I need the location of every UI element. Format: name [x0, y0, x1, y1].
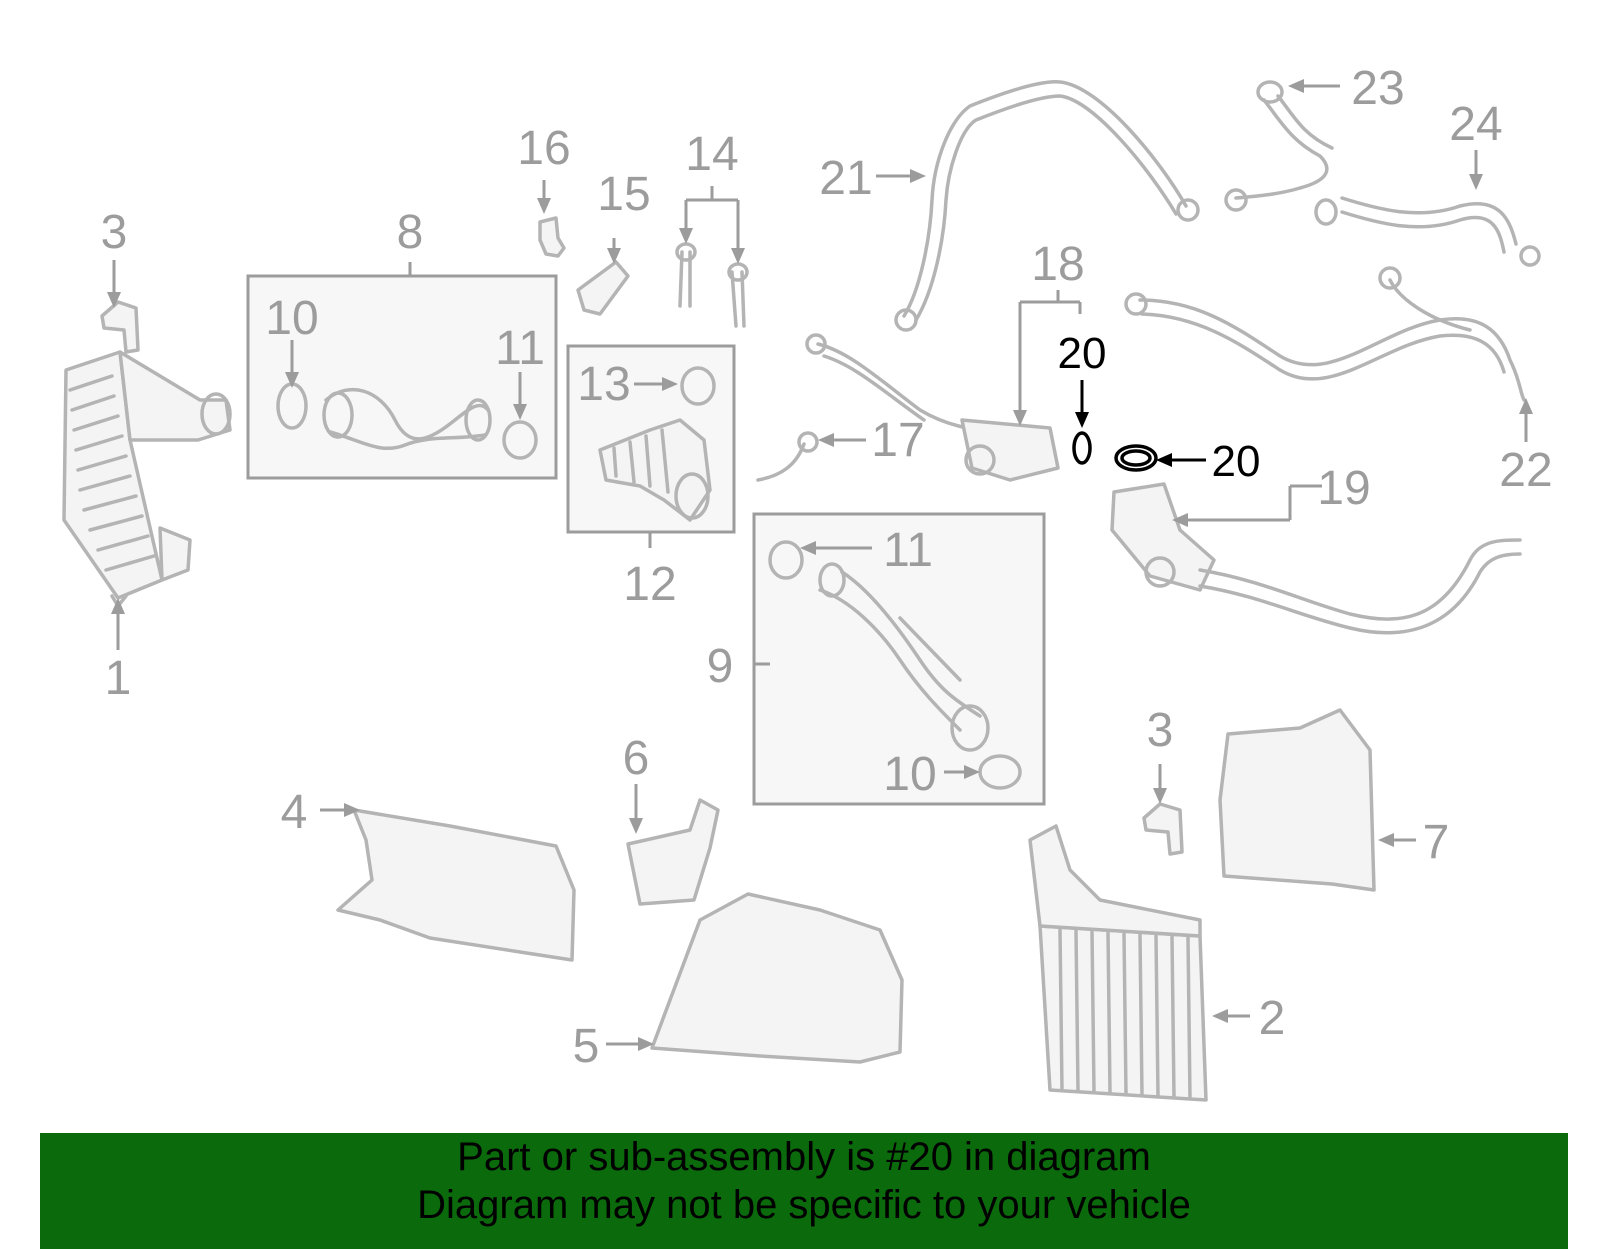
callout-19: 19 [1317, 462, 1370, 515]
callout-1: 1 [105, 652, 132, 705]
callout-3-b: 3 [1147, 704, 1174, 757]
bracket-6 [626, 798, 720, 906]
clamp-11-b [768, 540, 804, 580]
callout-21: 21 [819, 152, 872, 205]
callout-5: 5 [573, 1020, 600, 1073]
callout-7: 7 [1423, 816, 1450, 869]
seal-20-small [1072, 431, 1092, 465]
leader-lines [107, 79, 1533, 1051]
callout-11: 11 [495, 322, 545, 375]
coolant-pipe-19 [1110, 482, 1522, 635]
air-duct-7 [1218, 708, 1376, 892]
callout-20-a: 20 [1058, 329, 1107, 378]
callout-8: 8 [397, 206, 424, 259]
seal-20-large [1114, 444, 1158, 472]
callout-4: 4 [281, 786, 308, 839]
bracket-3-right [1142, 802, 1184, 856]
callout-15: 15 [597, 168, 650, 221]
bolt-14-b [730, 270, 746, 328]
callout-9: 9 [707, 640, 734, 693]
banner-line-1: Part or sub-assembly is #20 in diagram [457, 1135, 1151, 1179]
intercooler-left [62, 350, 232, 608]
callout-11-b: 11 [883, 524, 933, 577]
callout-22: 22 [1499, 444, 1552, 497]
callout-16: 16 [517, 122, 570, 175]
air-duct-5 [650, 892, 904, 1064]
callout-2: 2 [1259, 992, 1286, 1045]
callout-23: 23 [1351, 62, 1404, 115]
clamp-11-a [502, 420, 538, 460]
callout-17: 17 [871, 414, 924, 467]
info-banner: Part or sub-assembly is #20 in diagram D… [40, 1133, 1568, 1249]
hose-8 [322, 388, 492, 451]
callout-20-b: 20 [1212, 437, 1261, 486]
parts-diagram: 1 3 8 10 11 13 12 16 15 14 17 18 21 22 2… [62, 62, 1553, 1102]
intercooler-right [1028, 824, 1208, 1102]
callout-10-b: 10 [883, 748, 936, 801]
callout-12: 12 [623, 558, 676, 611]
callout-10: 10 [265, 292, 318, 345]
coolant-pipe-22 [1124, 266, 1526, 402]
callout-labels: 1 3 8 10 11 13 12 16 15 14 17 18 21 22 2… [101, 62, 1553, 1073]
throttle-housing-12 [598, 418, 712, 522]
coolant-pipe-18 [805, 333, 1060, 482]
callout-3: 3 [101, 206, 128, 259]
callout-6: 6 [623, 732, 650, 785]
coolant-pipe-24 [1314, 196, 1541, 267]
air-duct-4 [336, 808, 576, 962]
bracket-3-left [100, 300, 140, 354]
coolant-pipe-23 [1224, 80, 1334, 212]
banner-line-2: Diagram may not be specific to your vehi… [417, 1183, 1191, 1227]
hose-17 [756, 442, 806, 482]
callout-14: 14 [685, 128, 738, 181]
clip-15 [576, 260, 630, 316]
seal-13 [680, 366, 716, 406]
hose-9 [818, 562, 990, 752]
callout-18: 18 [1031, 238, 1084, 291]
coolant-pipe-21 [894, 80, 1200, 332]
callout-13: 13 [577, 358, 630, 411]
screw-16 [538, 216, 566, 258]
callout-24: 24 [1449, 98, 1502, 151]
